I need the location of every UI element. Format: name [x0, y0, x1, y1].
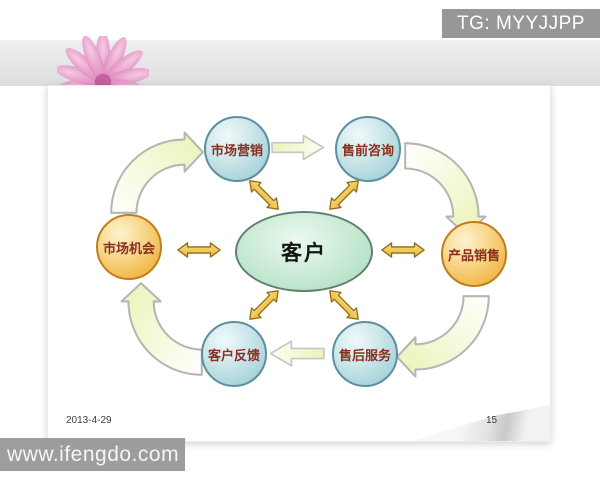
website-watermark: www.ifengdo.com	[0, 438, 185, 471]
slide-page-number: 15	[486, 415, 498, 426]
page-curl-decoration	[412, 405, 550, 441]
node-presale: 售前咨询	[335, 116, 401, 182]
flow-arrow-marketing-to-presale-icon	[271, 134, 325, 161]
node-feedback: 客户反馈	[201, 321, 267, 387]
slide-date: 2013-4-29	[66, 415, 112, 426]
node-product-sales: 产品销售	[441, 221, 507, 287]
double-arrow-center-feedback-icon	[249, 290, 279, 320]
curved-arrow-presale-to-sales-icon	[404, 142, 487, 236]
curved-arrow-sales-to-aftersale-icon	[396, 295, 490, 378]
node-customer-center: 客户	[235, 211, 373, 292]
node-opportunity: 市场机会	[96, 214, 162, 280]
node-marketing: 市场营销	[204, 116, 270, 182]
double-arrow-center-opportunity-icon	[177, 242, 221, 258]
flow-arrow-aftersale-to-feedback-icon	[269, 340, 325, 367]
curved-arrow-opportunity-to-marketing-icon	[110, 131, 204, 214]
double-arrow-center-sales-icon	[381, 242, 425, 258]
node-aftersale: 售后服务	[332, 321, 398, 387]
telegram-watermark: TG: MYYJJPP	[442, 9, 600, 38]
double-arrow-center-aftersale-icon	[329, 290, 359, 320]
double-arrow-center-marketing-icon	[249, 180, 279, 210]
curved-arrow-feedback-to-opportunity-icon	[120, 282, 203, 376]
